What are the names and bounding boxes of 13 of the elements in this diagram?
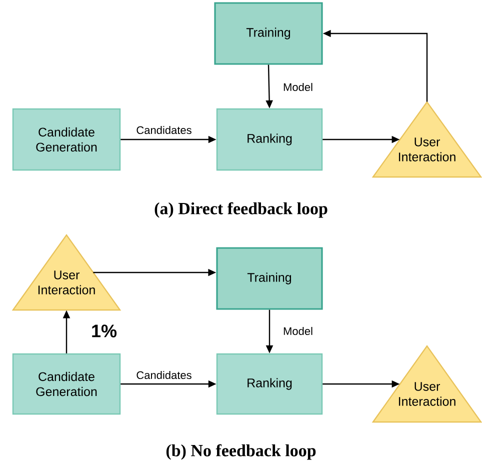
edge-label: 1% bbox=[90, 324, 118, 338]
edge-label: Candidates bbox=[135, 124, 193, 136]
process-box: Candidate Generation bbox=[12, 353, 121, 415]
process-box: Ranking bbox=[216, 108, 323, 171]
process-box: Candidate Generation bbox=[12, 108, 121, 171]
edge-label: Model bbox=[282, 326, 314, 336]
process-box: Training bbox=[216, 247, 323, 310]
figure-caption: (a) Direct feedback loop bbox=[154, 202, 328, 218]
process-box: Ranking bbox=[216, 353, 323, 415]
figure-caption: (b) No feedback loop bbox=[166, 444, 316, 460]
edge-label: Candidates bbox=[135, 370, 193, 380]
edge-label: Model bbox=[282, 82, 314, 92]
process-box: Training bbox=[214, 2, 323, 65]
